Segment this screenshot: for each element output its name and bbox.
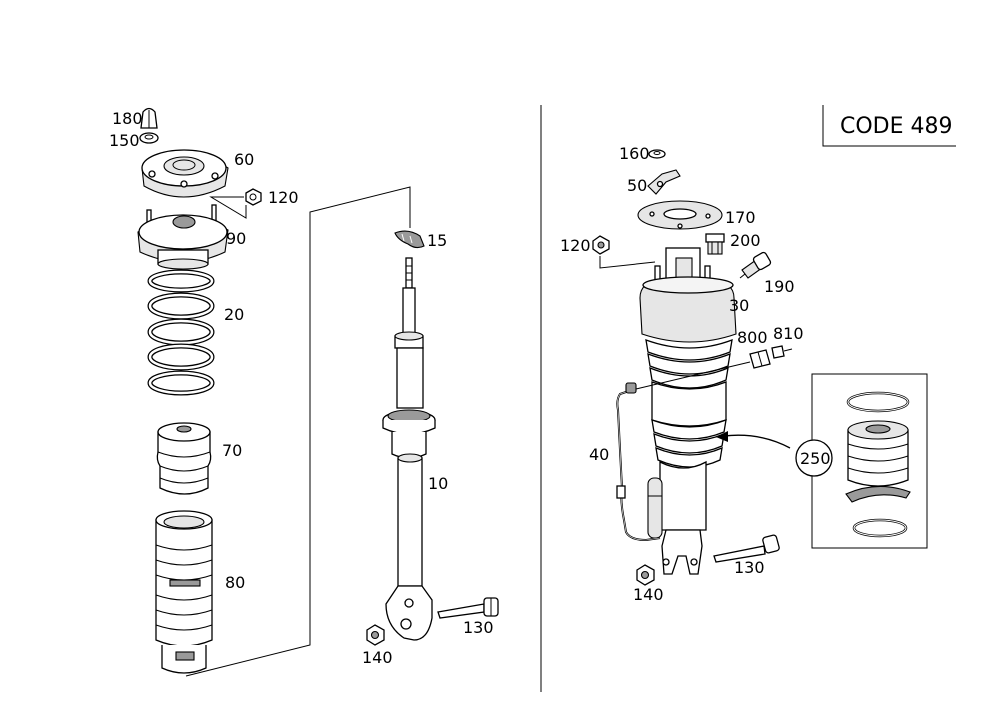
part-50-bracket xyxy=(647,169,681,195)
label-250: 250 xyxy=(800,449,831,468)
label-60: 60 xyxy=(234,150,254,169)
part-130-bolt-right xyxy=(713,534,780,563)
label-140-right: 140 xyxy=(633,585,664,604)
code-box: CODE 489 xyxy=(822,105,956,147)
part-120-nut-right xyxy=(592,235,656,269)
label-30: 30 xyxy=(729,296,749,315)
label-160: 160 xyxy=(619,144,650,163)
inset-250 xyxy=(795,373,928,549)
label-190: 190 xyxy=(764,277,795,296)
label-120-left: 120 xyxy=(268,188,299,207)
label-15: 15 xyxy=(427,231,447,250)
label-810: 810 xyxy=(773,324,804,343)
part-90-strut-mount xyxy=(137,204,229,270)
part-20-coil-spring xyxy=(147,269,215,396)
part-150-washer xyxy=(139,132,159,144)
part-120-nut-left xyxy=(209,188,262,219)
label-140-left: 140 xyxy=(362,648,393,667)
part-160-washer xyxy=(648,149,666,159)
leader-80-to-10 xyxy=(185,186,411,677)
label-80: 80 xyxy=(225,573,245,592)
label-130-right: 130 xyxy=(734,558,765,577)
part-10-shock-absorber xyxy=(382,257,436,641)
code-label: CODE 489 xyxy=(840,114,953,139)
part-140-nut-right xyxy=(636,564,655,586)
label-120-right: 120 xyxy=(560,236,591,255)
arrow-250 xyxy=(716,431,791,449)
label-70: 70 xyxy=(222,441,242,460)
part-200-fitting xyxy=(705,233,725,255)
part-800-connector xyxy=(749,349,771,369)
part-70-bump-stop xyxy=(156,422,212,495)
label-40: 40 xyxy=(589,445,609,464)
part-140-nut-left xyxy=(366,624,385,646)
label-50: 50 xyxy=(627,176,647,195)
label-200: 200 xyxy=(730,231,761,250)
part-170-plate xyxy=(637,200,723,230)
part-80-dust-boot xyxy=(155,510,213,674)
part-40-cable xyxy=(616,361,751,542)
part-810-connector xyxy=(771,345,793,359)
part-30-air-strut xyxy=(639,247,737,575)
part-130-bolt-left xyxy=(437,597,499,619)
label-170: 170 xyxy=(725,208,756,227)
part-180-cap xyxy=(140,107,158,129)
label-180: 180 xyxy=(112,109,143,128)
label-800: 800 xyxy=(737,328,768,347)
label-150: 150 xyxy=(109,131,140,150)
label-90: 90 xyxy=(226,229,246,248)
part-60-upper-mount xyxy=(141,149,229,198)
label-130-left: 130 xyxy=(463,618,494,637)
part-15-clip xyxy=(394,230,425,249)
label-10: 10 xyxy=(428,474,448,493)
label-20: 20 xyxy=(224,305,244,324)
part-190-valve xyxy=(739,251,772,279)
